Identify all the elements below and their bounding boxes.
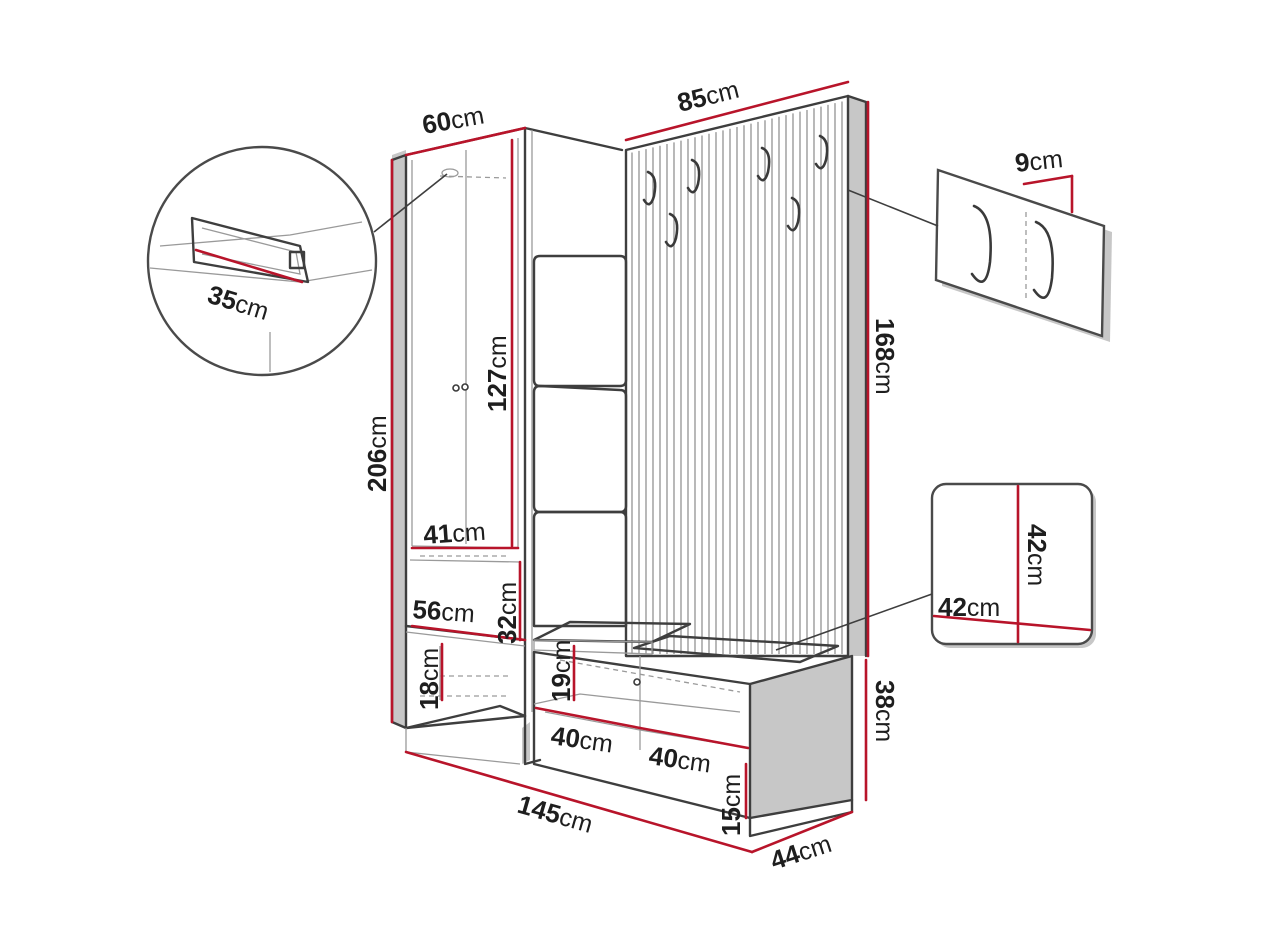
- hook-detail-left-icon: [970, 204, 992, 283]
- hook-icon: [814, 134, 829, 170]
- label-bench-compartment-width-right: 40cm: [647, 740, 713, 778]
- label-top-center-width: 85cm: [674, 74, 742, 118]
- label-hook-spacing: 9cm: [1013, 143, 1064, 178]
- label-cushion-width: 42cm: [938, 592, 1000, 622]
- rail-detail-callout: [146, 145, 448, 377]
- hook-icon: [642, 170, 657, 206]
- label-bench-compartment-width-left: 40cm: [549, 720, 615, 758]
- bench-door-knob: [633, 678, 641, 686]
- label-inner-width: 41cm: [422, 516, 486, 550]
- hook-icon: [786, 196, 801, 232]
- label-cushion-height: 42cm: [1022, 524, 1052, 586]
- hook-icon: [686, 158, 701, 194]
- label-panel-height: 168cm: [870, 318, 900, 395]
- label-bench-compartment-height: 19cm: [546, 640, 576, 702]
- hook-detail-right-icon: [1032, 220, 1054, 299]
- label-shelf-height: 32cm: [492, 582, 522, 644]
- hook-icon: [664, 212, 679, 248]
- door-knob-left: [452, 384, 460, 392]
- label-door-height: 127cm: [482, 335, 512, 412]
- label-top-left-width: 60cm: [420, 100, 487, 140]
- label-seat-height: 38cm: [870, 680, 900, 742]
- hook-detail-callout: [847, 168, 1112, 342]
- coat-hooks: [642, 134, 829, 248]
- door-knob-right: [461, 383, 469, 391]
- panel-slats: [631, 101, 843, 654]
- label-low-compartment-height: 18cm: [414, 648, 444, 710]
- label-total-height: 206cm: [362, 415, 392, 492]
- hook-icon: [756, 146, 771, 182]
- slatted-coat-panel: [624, 94, 868, 658]
- label-bench-plinth-height: 15cm: [716, 774, 746, 836]
- dimension-lines: [194, 80, 1092, 854]
- upholstered-wall-panels: [532, 254, 628, 628]
- cushion-detail-callout: [775, 482, 1096, 651]
- label-depth: 44cm: [767, 828, 835, 876]
- label-shelf-width: 56cm: [412, 594, 476, 628]
